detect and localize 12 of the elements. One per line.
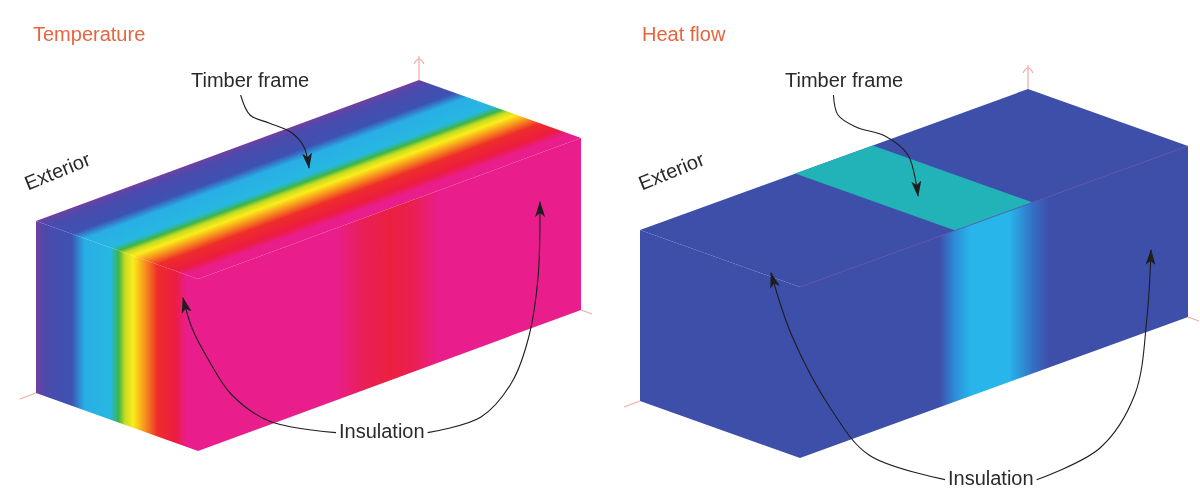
leader-arrow [832,94,922,197]
panel-heading: Temperature [33,23,146,46]
callout-label: Timber frame [191,69,310,92]
callout-label: Insulation [948,467,1034,490]
leader-arrow [770,272,946,481]
callout-label: Timber frame [785,69,904,92]
panel-heading: Heat flow [642,23,726,46]
leader-arrow [1036,249,1156,481]
callout-label: Insulation [339,420,425,443]
leader-arrow [181,297,337,434]
leader-arrow [427,201,545,434]
leader-arrow [240,94,312,169]
